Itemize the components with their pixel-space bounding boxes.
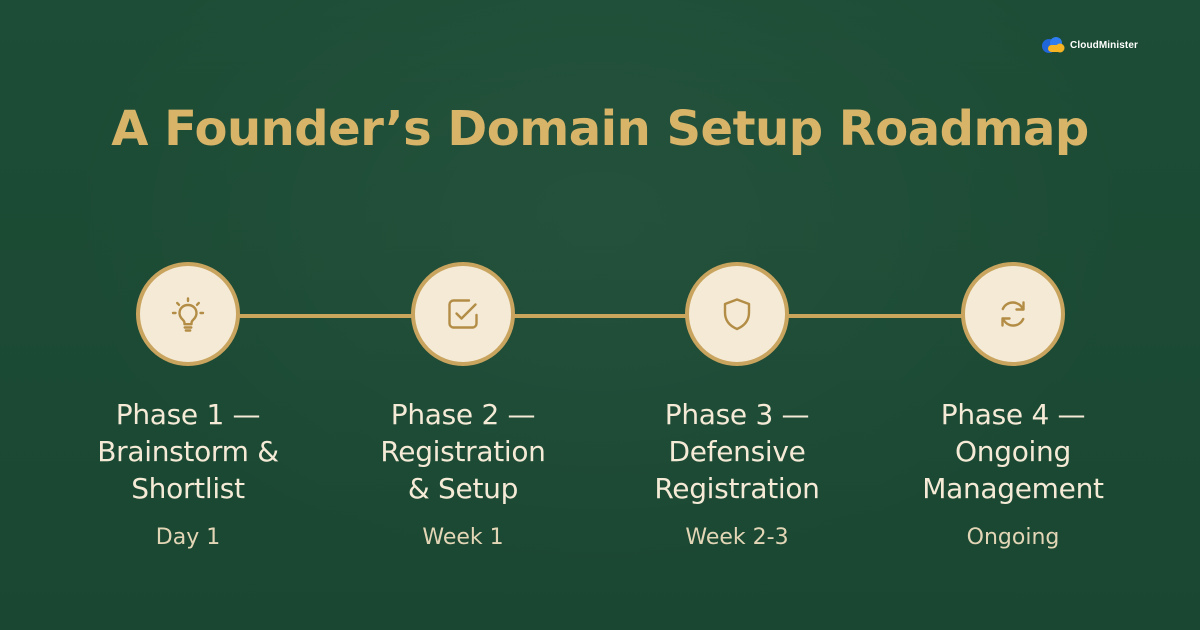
phase-1-icon-circle <box>136 262 240 366</box>
phase-1-title-line-2: Brainstorm & <box>97 435 279 468</box>
phase-2-title: Phase 2 — Registration & Setup <box>343 396 583 507</box>
phase-4-title: Phase 4 — Ongoing Management <box>893 396 1133 507</box>
phase-1: Phase 1 — Brainstorm & Shortlist Day 1 <box>68 262 308 551</box>
phase-3-title: Phase 3 — Defensive Registration <box>617 396 857 507</box>
phase-2-icon-circle <box>411 262 515 366</box>
phase-3-title-line-1: Phase 3 — <box>664 398 810 431</box>
phase-4-timing: Ongoing <box>966 525 1060 550</box>
page-title: A Founder’s Domain Setup Roadmap <box>111 101 1089 157</box>
phase-4-title-line-2: Ongoing <box>955 435 1071 468</box>
phase-2-title-line-1: Phase 2 — <box>390 398 536 431</box>
checkbox-icon <box>448 299 478 329</box>
phase-3-icon-circle <box>685 262 789 366</box>
phase-1-title-line-3: Shortlist <box>131 472 245 505</box>
phase-1-title: Phase 1 — Brainstorm & Shortlist <box>68 396 308 507</box>
shield-icon <box>723 298 751 331</box>
phase-3-timing: Week 2-3 <box>685 525 789 550</box>
phase-3-title-line-2: Defensive <box>668 435 806 468</box>
phase-4-icon-circle <box>961 262 1065 366</box>
phase-4-title-line-1: Phase 4 — <box>940 398 1086 431</box>
timeline-connector-line <box>188 314 1014 318</box>
phase-1-timing: Day 1 <box>155 525 221 550</box>
phase-2-title-line-2: Registration <box>380 435 546 468</box>
phase-4: Phase 4 — Ongoing Management Ongoing <box>893 262 1133 551</box>
phase-1-title-line-1: Phase 1 — <box>115 398 261 431</box>
brand-logo: CloudMinister <box>1040 36 1138 54</box>
cloud-logo-icon <box>1042 37 1065 53</box>
phase-2-title-line-3: & Setup <box>407 472 519 505</box>
brand-name: CloudMinister <box>1070 39 1138 51</box>
phase-4-title-line-3: Management <box>922 472 1104 505</box>
phase-3: Phase 3 — Defensive Registration Week 2-… <box>617 262 857 551</box>
phase-2: Phase 2 — Registration & Setup Week 1 <box>343 262 583 551</box>
refresh-icon <box>1001 301 1025 327</box>
lightbulb-icon <box>171 297 205 332</box>
phase-3-title-line-3: Registration <box>654 472 820 505</box>
phase-2-timing: Week 1 <box>422 525 504 550</box>
